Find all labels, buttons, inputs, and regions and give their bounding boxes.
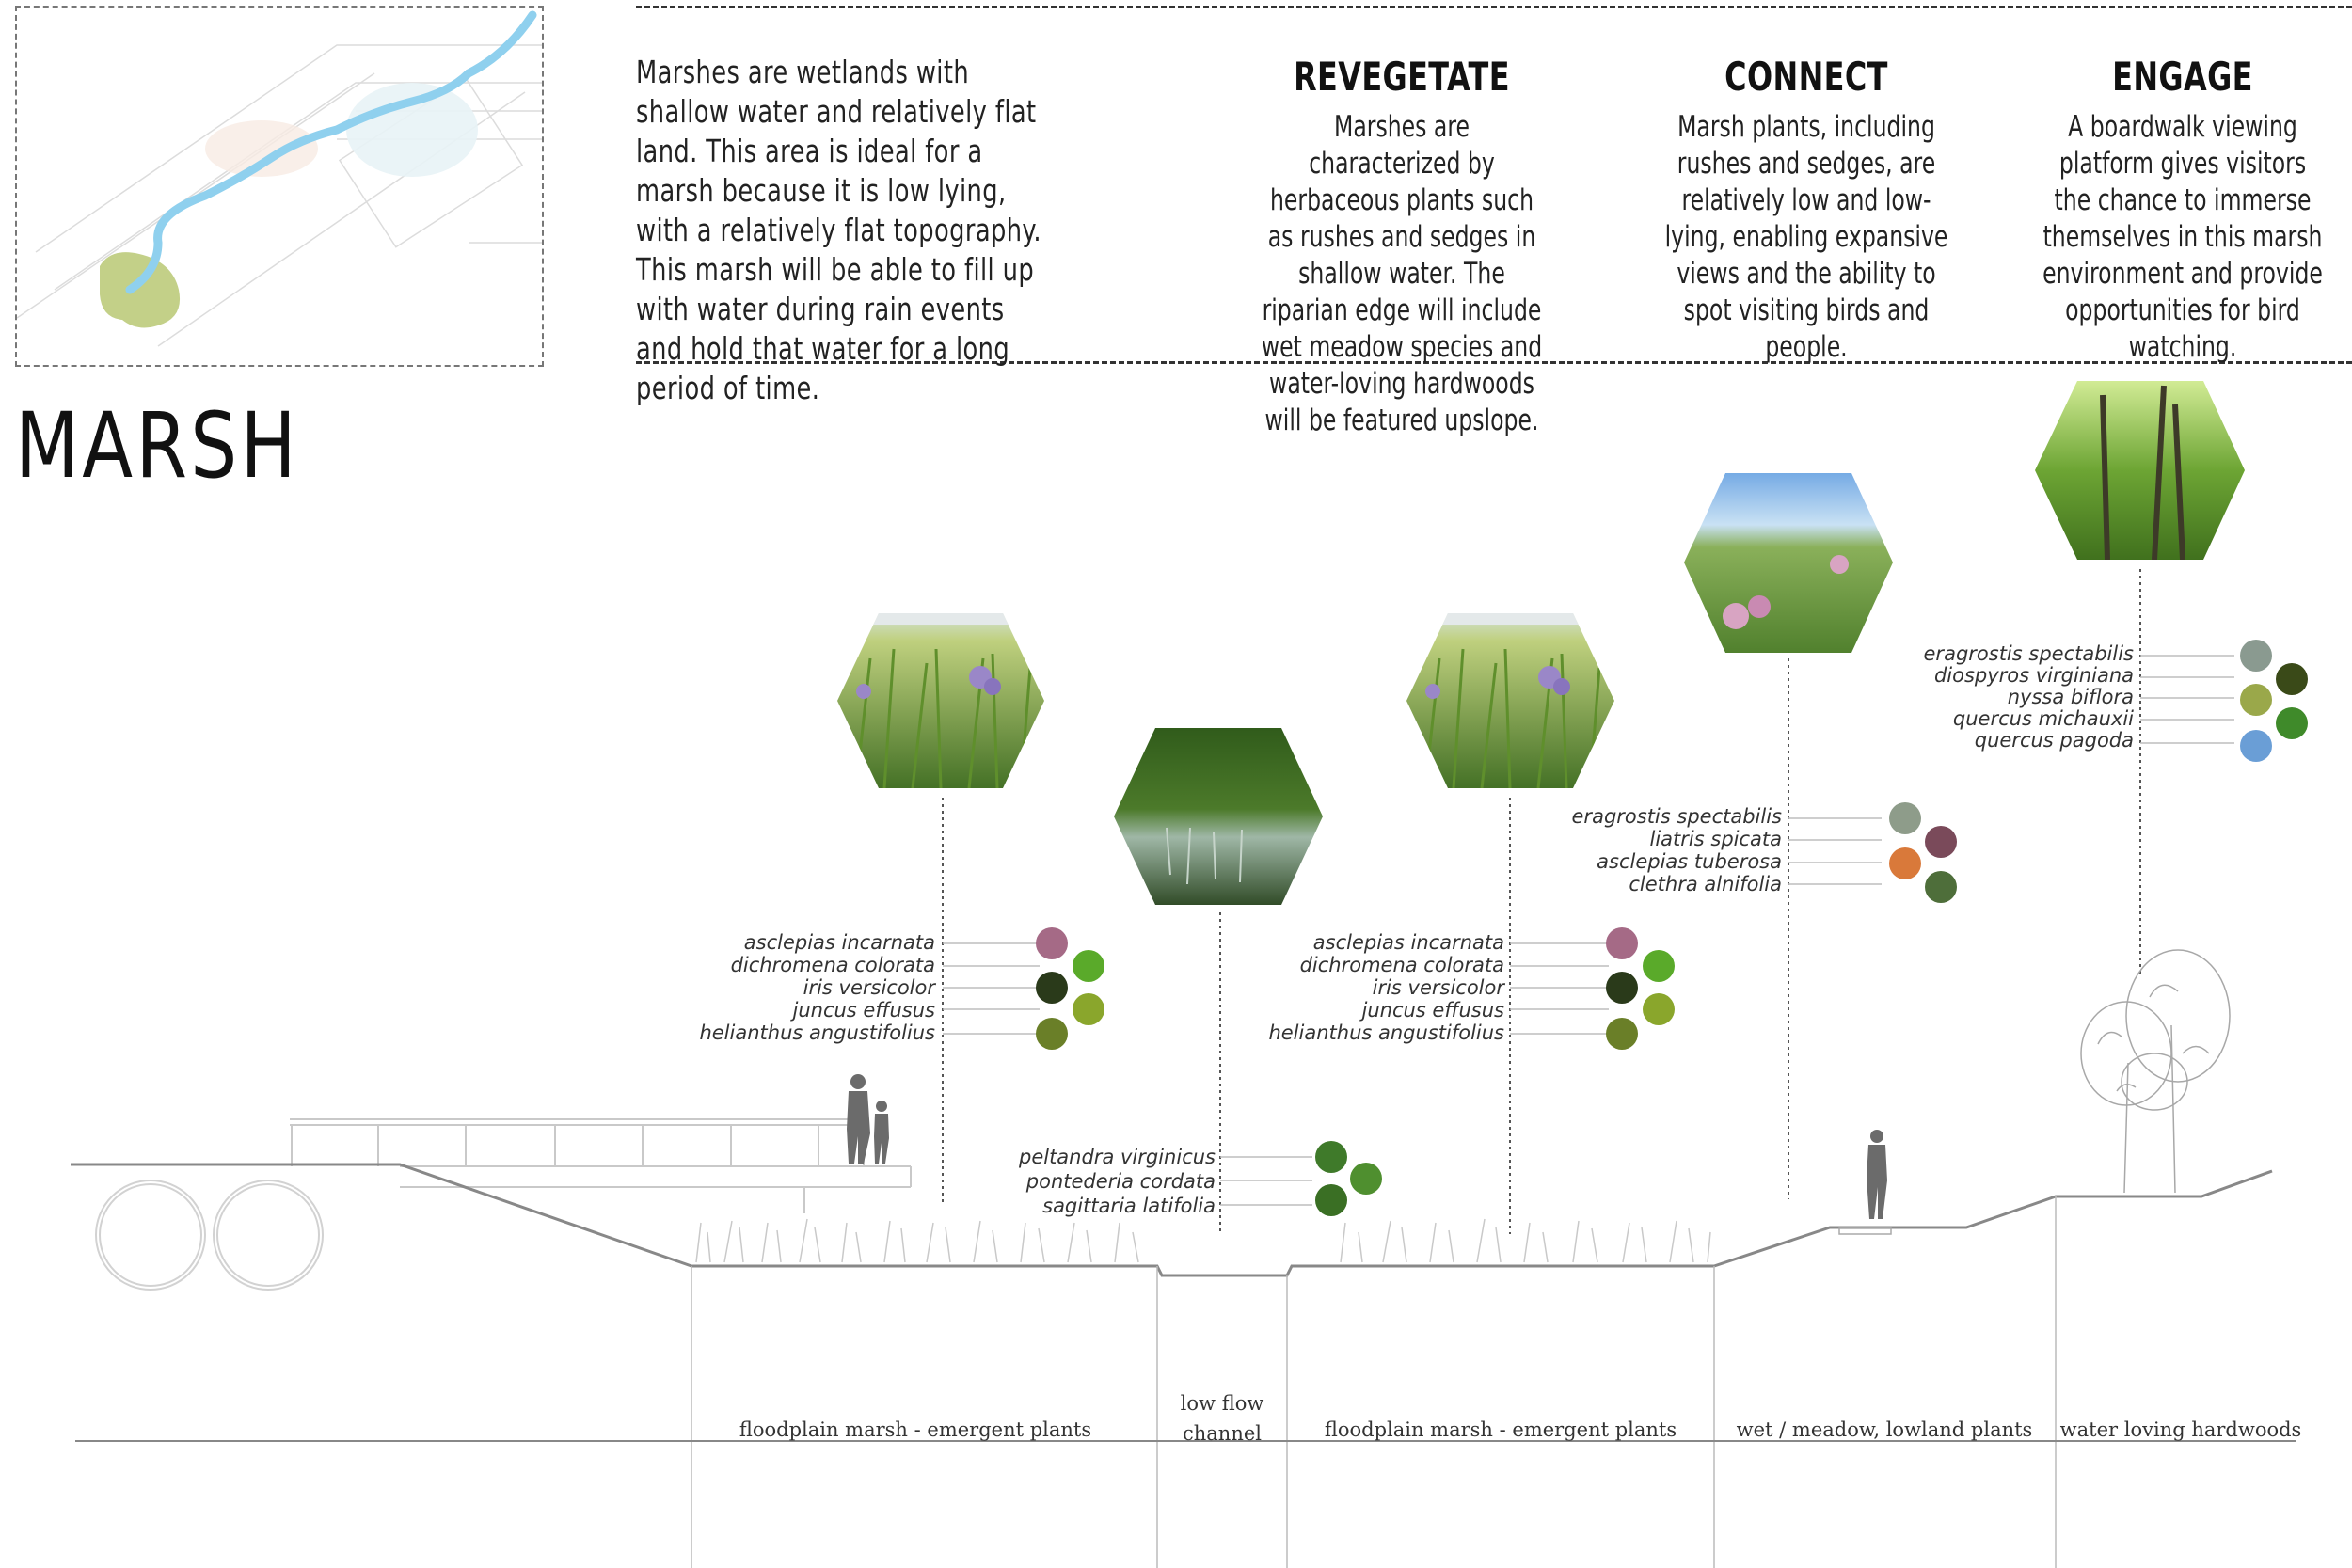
species-label: nyssa biflora xyxy=(2007,686,2134,708)
top-dashed-rule xyxy=(636,6,2352,8)
species-label: peltandra virginicus xyxy=(1018,1146,1216,1168)
revegetate-heading: REVEGETATE xyxy=(1294,54,1510,100)
zone-label-low-flow-channel: low flow channel xyxy=(1181,1388,1264,1449)
species-label: asclepias incarnata xyxy=(1312,931,1504,954)
species-label: quercus michauxii xyxy=(1952,707,2134,730)
hex-photo-iris-marsh-2 xyxy=(1406,613,1614,788)
species-label: quercus pagoda xyxy=(1974,729,2134,752)
species-label: eragrostis spectabilis xyxy=(1923,642,2134,665)
species-label: asclepias incarnata xyxy=(743,931,935,954)
species-label: juncus effusus xyxy=(1361,999,1504,1022)
hardwood-tree-sketch xyxy=(2080,949,2231,1194)
zone-label-floodplain-2: floodplain marsh - emergent plants xyxy=(1324,1418,1677,1441)
hex-photo-milkweed-meadow xyxy=(1684,473,1893,653)
species-label: iris versicolor xyxy=(803,976,935,999)
species-label: asclepias tuberosa xyxy=(1597,850,1782,873)
person-silhouettes xyxy=(847,1074,1887,1219)
species-label: diospyros virginiana xyxy=(1933,664,2134,687)
emergent-grasses xyxy=(695,1218,1711,1263)
zone-dividers xyxy=(691,1196,2057,1568)
species-label: helianthus angustifolius xyxy=(699,1022,935,1044)
site-key-map xyxy=(15,6,544,367)
engage-heading: ENGAGE xyxy=(2112,54,2253,100)
viewing-pad xyxy=(1838,1227,1892,1235)
boardwalk-platform xyxy=(290,1118,912,1213)
species-list-floodplain-2: asclepias incarnata dichromena colorata … xyxy=(1218,931,1504,1044)
hex-photo-pond xyxy=(1114,728,1323,905)
species-label: eragrostis spectabilis xyxy=(1571,805,1782,828)
species-label: pontederia cordata xyxy=(1025,1170,1216,1193)
page-title: MARSH xyxy=(15,393,300,499)
intro-paragraph: Marshes are wetlands with shallow water … xyxy=(636,54,1041,406)
hex-photo-forest xyxy=(2035,381,2245,560)
zone-label-floodplain-1: floodplain marsh - emergent plants xyxy=(739,1418,1092,1441)
stream-path xyxy=(125,10,537,294)
hex-photo-iris-marsh-1 xyxy=(837,613,1044,788)
species-list-meadow: eragrostis spectabilis liatris spicata a… xyxy=(1505,805,1782,895)
photo-leader-lines xyxy=(942,569,2141,1234)
zone-label-line: low flow xyxy=(1180,1392,1264,1415)
species-leader-lines xyxy=(943,655,2234,1206)
species-list-floodplain-1: asclepias incarnata dichromena colorata … xyxy=(649,931,935,1044)
connect-heading: CONNECT xyxy=(1724,54,1888,100)
connect-column: CONNECT Marsh plants, including rushes a… xyxy=(1663,53,1949,366)
marsh-area-shape xyxy=(100,252,181,328)
species-label: dichromena colorata xyxy=(1299,954,1504,976)
species-label: iris versicolor xyxy=(1372,976,1504,999)
species-label: dichromena colorata xyxy=(730,954,935,976)
connect-text: Marsh plants, including rushes and sedge… xyxy=(1664,110,1948,364)
key-map-drawing xyxy=(17,10,542,347)
zone-label-wet-meadow: wet / meadow, lowland plants xyxy=(1736,1418,2033,1441)
middle-dashed-rule xyxy=(636,361,2352,364)
species-swatches xyxy=(1036,640,2308,1216)
revegetate-column: REVEGETATE Marshes are characterized by … xyxy=(1259,53,1545,439)
zone-label-line: channel xyxy=(1182,1422,1262,1445)
species-label: clethra alnifolia xyxy=(1629,873,1782,895)
revegetate-text: Marshes are characterized by herbaceous … xyxy=(1261,110,1543,437)
culvert-pipes xyxy=(95,1180,324,1291)
engage-column: ENGAGE A boardwalk viewing platform give… xyxy=(2040,53,2326,366)
species-label: liatris spicata xyxy=(1649,828,1782,850)
species-label: juncus effusus xyxy=(792,999,935,1022)
species-label: sagittaria latifolia xyxy=(1042,1195,1216,1217)
engage-text: A boardwalk viewing platform gives visit… xyxy=(2042,110,2323,364)
species-list-channel: peltandra virginicus pontederia cordata … xyxy=(941,1145,1216,1218)
species-list-hardwoods: eragrostis spectabilis diospyros virgini… xyxy=(1858,643,2134,752)
species-label: helianthus angustifolius xyxy=(1268,1022,1504,1044)
zone-label-hardwoods: water loving hardwoods xyxy=(2059,1418,2302,1441)
